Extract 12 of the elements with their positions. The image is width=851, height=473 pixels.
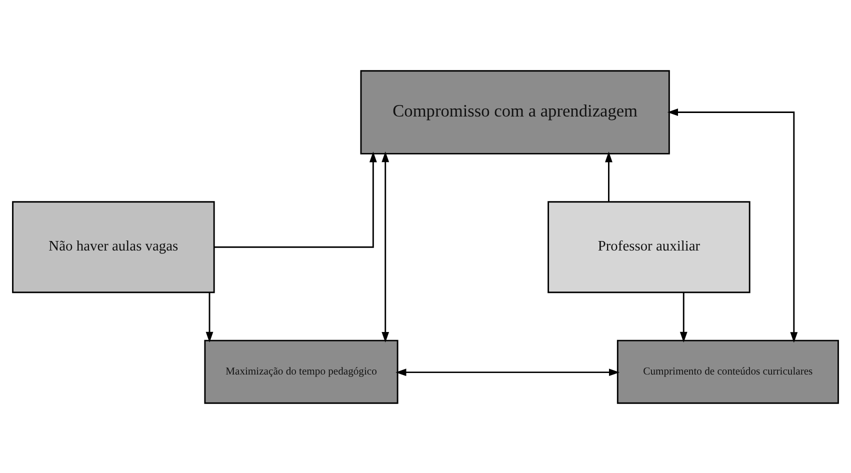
node-box: Professor auxiliar bbox=[548, 200, 750, 293]
arrow bbox=[667, 108, 798, 342]
node-box: Compromisso com a aprendizagem bbox=[360, 70, 670, 154]
arrow bbox=[206, 292, 214, 342]
arrow bbox=[382, 151, 390, 342]
arrow bbox=[396, 368, 620, 376]
arrow bbox=[605, 151, 612, 202]
arrow bbox=[680, 292, 688, 342]
arrow bbox=[214, 151, 377, 248]
node-box: Não haver aulas vagas bbox=[12, 200, 215, 293]
node-box: Maximização do tempo pedagógico bbox=[204, 339, 398, 404]
node-box: Cumprimento de conteúdos curriculares bbox=[616, 339, 839, 404]
